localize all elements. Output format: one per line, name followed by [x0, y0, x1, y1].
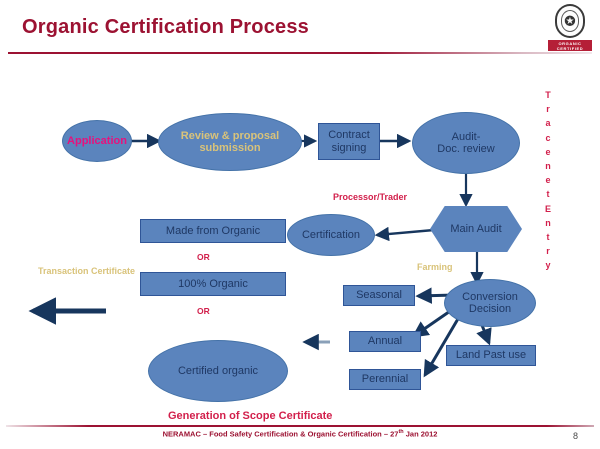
- title-divider: [8, 52, 592, 54]
- node-perennial[interactable]: Perennial: [349, 369, 421, 390]
- node-certification-label: Certification: [301, 228, 361, 241]
- label-processor-trader: Processor/Trader: [333, 192, 408, 202]
- node-certified-organic-label: Certified organic: [177, 364, 259, 377]
- tracenet-letter: a: [545, 118, 551, 129]
- label-or-1: OR: [197, 252, 210, 262]
- node-contract-signing[interactable]: Contract signing: [318, 123, 380, 160]
- tracenet-letter: T: [545, 90, 551, 100]
- node-made-from-organic-label: Made from Organic: [165, 224, 261, 237]
- tracenet-letter: E: [544, 203, 551, 214]
- node-land-past-use-label: Land Past use: [455, 349, 527, 362]
- footer-text: NERAMAC – Food Safety Certification & Or…: [0, 429, 600, 439]
- node-seasonal[interactable]: Seasonal: [343, 285, 415, 306]
- label-or-2: OR: [197, 306, 210, 316]
- node-seasonal-label: Seasonal: [356, 289, 402, 302]
- node-made-from-organic[interactable]: Made from Organic: [140, 219, 286, 243]
- node-main-audit[interactable]: Main Audit: [430, 206, 522, 252]
- node-audit-doc-review[interactable]: Audit- Doc. review: [412, 112, 520, 174]
- page-number: 8: [572, 431, 578, 441]
- page-title: Organic Certification Process: [22, 16, 310, 38]
- node-review-proposal-submission-label: Review & proposal submission: [180, 129, 280, 154]
- node-review-proposal-submission[interactable]: Review & proposal submission: [158, 113, 302, 171]
- tracenet-letter: t: [546, 189, 550, 200]
- node-conversion-decision[interactable]: Conversion Decision: [444, 279, 536, 327]
- footer-main: NERAMAC – Food Safety Certification & Or…: [162, 429, 399, 439]
- tracenet-letter: t: [546, 232, 550, 243]
- seal-emblem-glyph: ✪: [564, 13, 576, 29]
- node-conversion-decision-label: Conversion Decision: [462, 290, 518, 315]
- tracenet-letter: r: [546, 104, 550, 115]
- node-100-percent-organic-label: 100% Organic: [178, 277, 248, 290]
- tracenet-letter: n: [545, 217, 551, 228]
- node-land-past-use[interactable]: Land Past use: [446, 345, 536, 366]
- node-application[interactable]: Application: [62, 120, 132, 162]
- footer-ordinal: th: [398, 429, 404, 435]
- logo-wordmark-line: ORGANIC: [558, 40, 582, 46]
- node-main-audit-label: Main Audit: [450, 222, 502, 235]
- seal-icon: ✪: [555, 4, 585, 38]
- node-perennial-label: Perennial: [361, 373, 409, 386]
- tracenet-letter: n: [545, 161, 551, 172]
- logo-wordmark-line: CERTIFIED: [556, 45, 584, 51]
- node-100-percent-organic[interactable]: 100% Organic: [140, 272, 286, 296]
- footer-divider: [6, 425, 594, 427]
- node-certification[interactable]: Certification: [287, 214, 375, 256]
- label-generation-of-scope-certificate: Generation of Scope Certificate: [168, 410, 333, 422]
- node-audit-doc-review-label: Audit- Doc. review: [437, 130, 495, 155]
- tracenet-letter: e: [545, 146, 551, 157]
- label-farming: Farming: [417, 262, 453, 272]
- node-certified-organic[interactable]: Certified organic: [148, 340, 288, 402]
- label-transaction-certificate: Transaction Certificate: [38, 266, 136, 276]
- tracenet-letter: r: [546, 246, 550, 257]
- tracenet-letter: c: [545, 132, 551, 143]
- tracenet-letter: e: [545, 175, 551, 186]
- node-annual[interactable]: Annual: [349, 331, 421, 352]
- node-application-label: Application: [67, 134, 127, 147]
- tracenet-letter: y: [545, 260, 551, 271]
- node-annual-label: Annual: [367, 335, 403, 348]
- footer-tail: Jan 2012: [403, 429, 438, 439]
- node-contract-signing-label: Contract signing: [328, 129, 370, 154]
